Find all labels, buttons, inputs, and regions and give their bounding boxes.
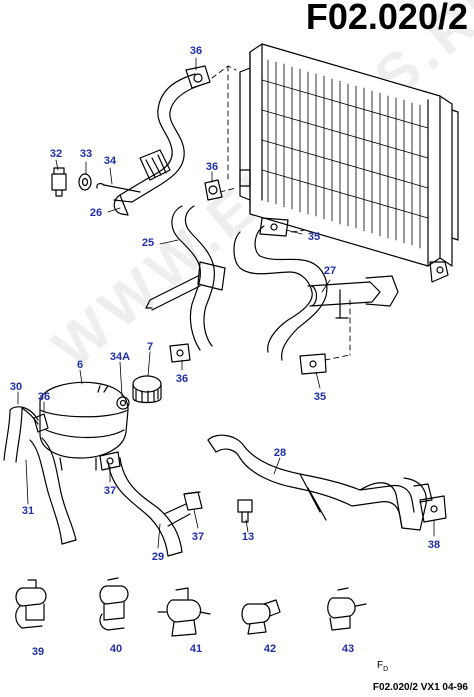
callout-29: 29 bbox=[152, 551, 164, 563]
callout-37: 37 bbox=[104, 485, 116, 497]
callout-34a: 34A bbox=[110, 351, 130, 363]
callout-36: 36 bbox=[176, 373, 188, 385]
hose-clamps bbox=[169, 343, 201, 495]
callout-25: 25 bbox=[142, 237, 154, 249]
fd-sub: D bbox=[383, 666, 389, 673]
fd-mark: FD bbox=[377, 660, 388, 673]
fd-letter: F bbox=[377, 660, 384, 671]
bolt bbox=[237, 499, 253, 523]
callout-43: 43 bbox=[342, 643, 354, 655]
coolant-pipe bbox=[207, 434, 447, 531]
callout-40: 40 bbox=[110, 643, 122, 655]
callout-31: 31 bbox=[22, 505, 34, 517]
footer-code: F02.020/2 VX1 04-96 bbox=[372, 682, 468, 693]
callout-28: 28 bbox=[274, 447, 286, 459]
callout-35: 35 bbox=[314, 391, 326, 403]
diagram-title: F02.020/2 bbox=[305, 0, 468, 37]
upper-hose bbox=[96, 65, 223, 216]
callout-26: 26 bbox=[90, 207, 102, 219]
callout-34: 34 bbox=[104, 155, 117, 167]
expansion-tank bbox=[39, 381, 129, 471]
heater-hose bbox=[145, 205, 226, 351]
callout-6: 6 bbox=[77, 359, 83, 371]
radiator bbox=[239, 43, 459, 283]
callout-42: 42 bbox=[264, 643, 276, 655]
tank-hose-left bbox=[3, 406, 77, 545]
callout-labels: 36 32 33 34 36 26 35 25 27 6 34A 7 36 35 30 36 31 37 28 29 3… bbox=[10, 45, 440, 658]
callout-27: 27 bbox=[324, 265, 336, 277]
callout-36: 36 bbox=[38, 391, 50, 403]
callout-33: 33 bbox=[80, 148, 92, 160]
callout-36: 36 bbox=[190, 45, 202, 57]
callout-7: 7 bbox=[147, 341, 153, 353]
cap-seal bbox=[116, 396, 130, 410]
clamp-row bbox=[15, 577, 367, 637]
washer bbox=[78, 173, 92, 191]
callout-37: 37 bbox=[192, 531, 204, 543]
tank-hose-bottom bbox=[99, 451, 203, 557]
callout-35: 35 bbox=[308, 231, 320, 243]
bleed-screw bbox=[51, 167, 67, 197]
callout-39: 39 bbox=[32, 646, 44, 658]
callout-30: 30 bbox=[10, 381, 22, 393]
callout-41: 41 bbox=[190, 643, 202, 655]
lower-hose bbox=[233, 217, 399, 375]
tank-cap bbox=[132, 375, 162, 404]
callout-38: 38 bbox=[428, 539, 440, 551]
callout-36: 36 bbox=[206, 161, 218, 173]
callout-13: 13 bbox=[242, 531, 254, 543]
callout-32: 32 bbox=[50, 148, 62, 160]
